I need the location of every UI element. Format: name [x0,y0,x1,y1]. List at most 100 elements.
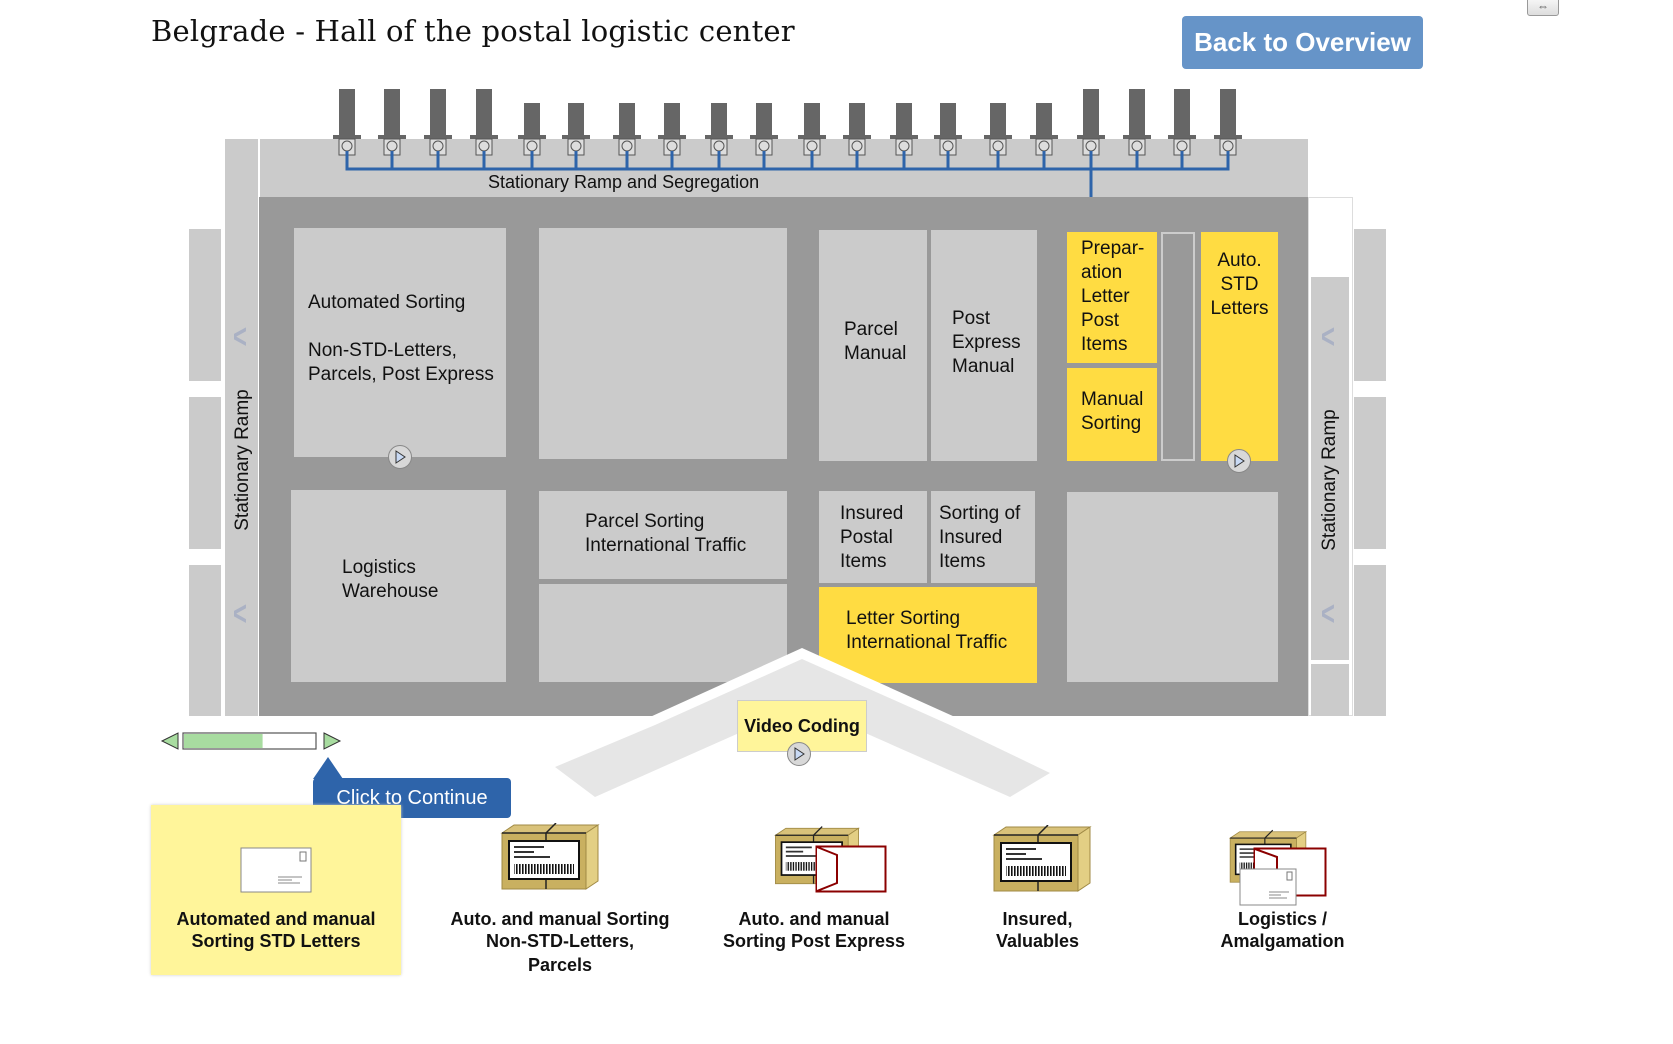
category-logistics-amalgamation[interactable]: Logistics / Amalgamation [1195,805,1370,975]
dock-door [843,103,871,169]
room-sorting-insured-line2: Insured [939,527,1003,548]
category-label-line3: Parcels [527,955,593,975]
outer-dock-left-3 [189,565,221,716]
category-label-line1: Automated and manual [176,909,376,929]
dock-door [518,103,546,169]
left-ramp-label: Stationary Ramp [232,389,253,531]
dock-door [934,103,962,169]
right-stationary-ramp [1311,277,1349,660]
category-std-letters[interactable]: Automated and manual Sorting STD Letters [151,805,401,975]
dock-door [798,103,826,169]
segregation-conveyor-line [345,167,1230,171]
parcel-insured-icon [992,825,1092,892]
room-manual-sorting-line2: Sorting [1081,413,1142,434]
video-coding-area [550,648,1055,797]
play-icon [395,450,406,464]
dock-door [1030,103,1058,169]
category-label-line1: Logistics / [1237,909,1327,929]
room-prep-line4: Post [1081,310,1120,331]
room-letter-intl-line1: Letter Sorting [846,608,961,629]
room-automated-sorting-line2: Parcels, Post Express [308,364,494,385]
category-insured-valuables[interactable]: Insured, Valuables [950,805,1125,975]
progress-next-icon[interactable] [323,732,342,750]
room-empty-bottom-right [1067,492,1278,682]
dock-door [890,103,918,169]
room-sorting-insured-line3: Items [939,551,986,572]
dock-door [470,89,498,169]
outer-dock-right-2 [1354,397,1386,549]
dock-door [984,103,1012,169]
room-preparation-letter-post[interactable]: Prepar- ation Letter Post Items [1067,232,1157,363]
back-to-overview-button[interactable]: Back to Overview [1182,16,1423,69]
resize-toggle-button[interactable]: ⇔ [1527,0,1559,16]
room-logistics-line2: Warehouse [342,581,439,602]
category-label-line2: Non-STD-Letters, [486,931,634,951]
express-envelope-icon [815,845,887,893]
envelope-icon [240,847,312,893]
room-logistics-warehouse[interactable]: Logistics Warehouse [291,490,506,682]
room-empty-top-center [539,228,787,459]
category-post-express[interactable]: Auto. and manual Sorting Post Express [700,805,928,975]
room-parcel-sorting-international[interactable]: Parcel Sorting International Traffic [539,491,787,579]
room-parcel-manual[interactable]: Parcel Manual [819,230,927,461]
outer-dock-left-2 [189,397,221,549]
dock-door [1123,89,1151,169]
room-automated-sorting[interactable]: Automated Sorting Non-STD-Letters, Parce… [294,228,506,457]
play-icon [794,747,805,761]
hall-floor: Automated Sorting Non-STD-Letters, Parce… [259,197,1308,716]
room-parcel-manual-line2: Manual [844,343,907,364]
room-prep-line3: Letter [1081,286,1130,307]
category-label-line1: Insured, [1002,909,1073,929]
page-title: Belgrade - Hall of the postal logistic c… [151,14,795,48]
room-insured-postal-line1: Insured [840,503,904,524]
category-label-line2: Sorting STD Letters [191,931,361,951]
room-manual-sorting[interactable]: Manual Sorting [1067,368,1157,461]
room-automated-sorting-line1: Non-STD-Letters, [308,340,457,361]
category-label-line2: Amalgamation [1220,931,1345,951]
progress-prev-icon[interactable] [160,732,179,750]
tooltip-arrow [313,757,343,779]
dock-door [1077,89,1105,169]
room-post-express-manual[interactable]: Post Express Manual [931,230,1037,461]
room-insured-postal-line3: Items [840,551,887,572]
outer-dock-right-1 [1354,229,1386,381]
category-label-line2: Valuables [995,931,1080,951]
progress-fill [184,734,263,748]
category-non-std-parcels[interactable]: Auto. and manual Sorting Non-STD-Letters… [430,805,690,975]
room-post-express-line2: Express [952,332,1021,353]
play-automated-sorting-button[interactable] [388,445,412,469]
room-manual-sorting-line1: Manual [1081,389,1144,410]
room-insured-postal-line2: Postal [840,527,893,548]
room-insured-postal-items[interactable]: Insured Postal Items [819,491,927,583]
room-empty-bottom-center [539,584,787,682]
play-auto-std-letters-button[interactable] [1227,449,1251,473]
top-ramp-label: Stationary Ramp and Segregation [488,172,760,192]
room-parcel-intl-line2: International Traffic [585,535,747,556]
conveyor-strip [1161,232,1195,461]
room-letter-sorting-international[interactable]: Letter Sorting International Traffic [819,587,1037,683]
room-auto-std-letters[interactable]: Auto. STD Letters [1201,232,1278,461]
room-parcel-intl-line1: Parcel Sorting [585,511,705,532]
dock-door [562,103,590,169]
room-parcel-manual-line1: Parcel [844,319,898,340]
room-prep-line1: Prepar- [1081,238,1145,259]
room-sorting-insured-line1: Sorting of [939,503,1021,524]
dock-door [705,103,733,169]
left-ramp-chevron-icon: < [232,595,247,633]
dock-doors-segregation [333,89,1242,235]
progress-control [160,731,345,758]
category-label-line2: Sorting Post Express [722,931,906,951]
room-auto-std-line2: STD [1220,274,1259,295]
play-video-coding-button[interactable] [787,742,811,766]
dock-door [750,103,778,169]
parcel-icon [500,823,600,890]
left-stationary-ramp [225,139,258,716]
room-auto-std-line1: Auto. [1217,250,1262,271]
dock-door [613,103,641,169]
room-sorting-insured-items[interactable]: Sorting of Insured Items [931,491,1035,583]
room-logistics-line1: Logistics [342,557,416,578]
room-prep-line5: Items [1081,334,1128,355]
dock-door [424,89,452,169]
room-letter-intl-line2: International Traffic [846,632,1008,653]
dock-door [658,103,686,169]
